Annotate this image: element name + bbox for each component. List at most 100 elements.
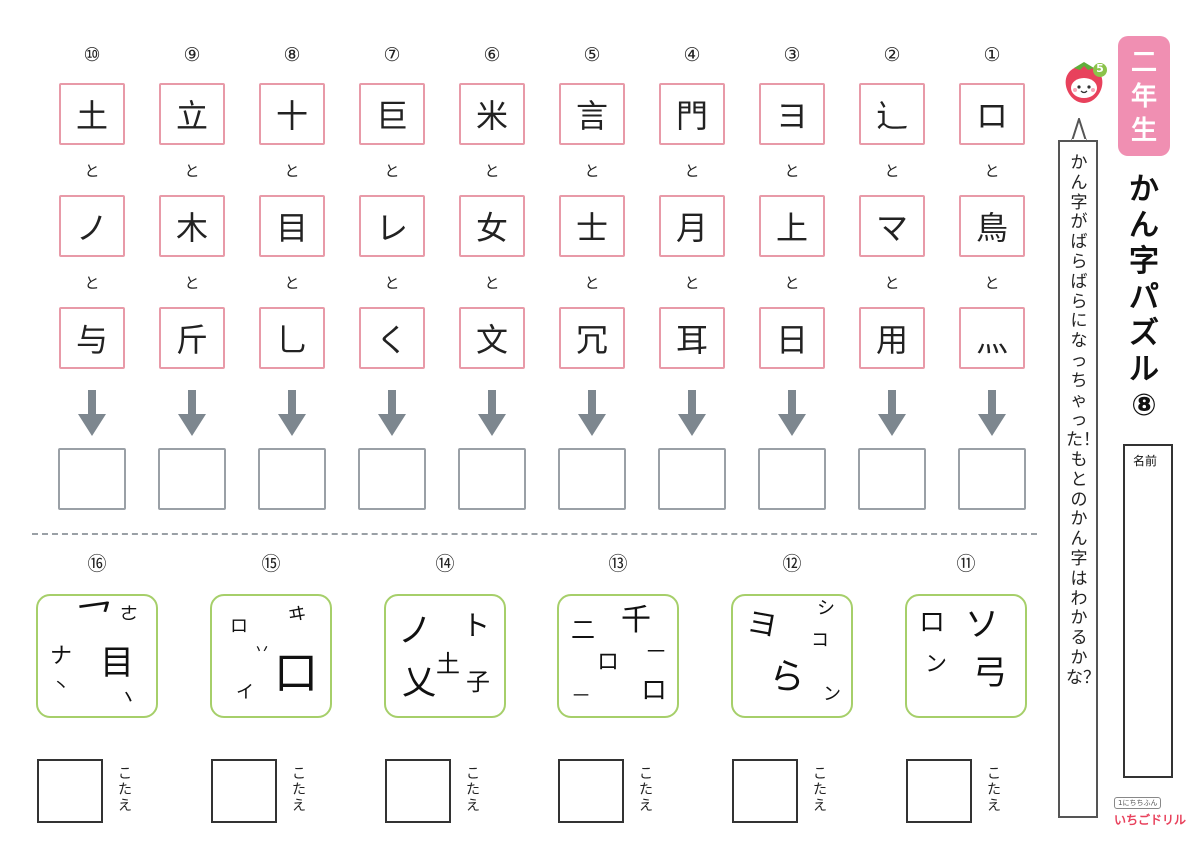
kanji-fragment: 弓 bbox=[973, 653, 1007, 693]
answer-label: こたえ bbox=[466, 766, 480, 814]
answer-box[interactable] bbox=[732, 759, 798, 823]
part-box: 立 bbox=[159, 83, 225, 145]
answer-box[interactable] bbox=[258, 448, 326, 510]
down-arrow-icon bbox=[78, 390, 106, 436]
fragment-box: ヨシコらン bbox=[731, 594, 853, 718]
kanji-fragment: 一 bbox=[647, 642, 665, 663]
kanji-fragment: ロ bbox=[597, 650, 620, 675]
answer-box[interactable] bbox=[358, 448, 426, 510]
kanji-fragment: 乛 bbox=[75, 596, 117, 643]
answer-box[interactable] bbox=[211, 759, 277, 823]
fragment-box: ノト土乂子 bbox=[384, 594, 506, 718]
kanji-fragment: 口 bbox=[274, 648, 318, 699]
fragment-box: 二千一ロ一ロ bbox=[557, 594, 679, 718]
answer-box[interactable] bbox=[158, 448, 226, 510]
connector-text: と bbox=[284, 162, 300, 180]
answer-box[interactable] bbox=[758, 448, 826, 510]
kanji-fragment: ㄜ bbox=[120, 604, 138, 625]
problem-number: ⑥ bbox=[483, 44, 501, 66]
kanji-fragment: ナ bbox=[50, 644, 73, 669]
down-arrow-icon bbox=[978, 390, 1006, 436]
instruction-panel: かん字が ばらばらになっちゃった！もとの かん字は わかるかな？ bbox=[1058, 140, 1105, 818]
part-box: ヨ bbox=[759, 83, 825, 145]
answer-box[interactable] bbox=[958, 448, 1026, 510]
part-box: 巨 bbox=[359, 83, 425, 145]
down-arrow-icon bbox=[678, 390, 706, 436]
connector-text: と bbox=[684, 162, 700, 180]
part-box: 女 bbox=[459, 195, 525, 257]
connector-text: と bbox=[984, 162, 1000, 180]
problem-number: ③ bbox=[783, 44, 801, 66]
kanji-fragment: ロ bbox=[919, 608, 946, 638]
connector-text: と bbox=[784, 162, 800, 180]
answer-box[interactable] bbox=[906, 759, 972, 823]
part-box: 土 bbox=[59, 83, 125, 145]
kanji-fragment: ト bbox=[462, 609, 491, 642]
section-divider bbox=[32, 533, 1037, 535]
connector-text: と bbox=[484, 274, 500, 292]
answer-box[interactable] bbox=[558, 448, 626, 510]
fragment-box: 乛ㄜナ目丶丶 bbox=[36, 594, 158, 718]
kanji-fragment: 丶 bbox=[114, 683, 142, 713]
part-box: 耳 bbox=[659, 307, 725, 369]
connector-text: と bbox=[184, 274, 200, 292]
connector-text: と bbox=[884, 274, 900, 292]
part-box: 月 bbox=[659, 195, 725, 257]
problem-number: ⑪ bbox=[956, 553, 976, 575]
answer-box[interactable] bbox=[458, 448, 526, 510]
connector-text: と bbox=[384, 162, 400, 180]
kanji-fragment: 二 bbox=[571, 616, 595, 644]
answer-box[interactable] bbox=[558, 759, 624, 823]
part-box: ノ bbox=[59, 195, 125, 257]
answer-box[interactable] bbox=[858, 448, 926, 510]
kanji-fragment: 丶 bbox=[52, 676, 70, 697]
answer-box[interactable] bbox=[37, 759, 103, 823]
page-title: かん字パズル⑧ bbox=[1118, 172, 1170, 424]
brand-small-text: 1にちちふん bbox=[1114, 797, 1162, 809]
part-box: マ bbox=[859, 195, 925, 257]
down-arrow-icon bbox=[178, 390, 206, 436]
kanji-fragment: ヨ bbox=[744, 604, 780, 645]
answer-label: こたえ bbox=[639, 766, 653, 814]
part-box: 乚 bbox=[259, 307, 325, 369]
problem-number: ⑩ bbox=[83, 44, 101, 66]
answer-box[interactable] bbox=[58, 448, 126, 510]
down-arrow-icon bbox=[278, 390, 306, 436]
down-arrow-icon bbox=[778, 390, 806, 436]
problem-number: ⑤ bbox=[583, 44, 601, 66]
down-arrow-icon bbox=[578, 390, 606, 436]
grade-badge: 二年生 bbox=[1118, 36, 1170, 156]
problem-number: ⑬ bbox=[608, 553, 628, 575]
connector-text: と bbox=[584, 162, 600, 180]
part-box: 与 bbox=[59, 307, 125, 369]
name-label: 名前 bbox=[1133, 454, 1158, 468]
part-box: 斤 bbox=[159, 307, 225, 369]
part-box: 木 bbox=[159, 195, 225, 257]
kanji-fragment: ン bbox=[925, 652, 948, 677]
fragment-box: ロソン弓 bbox=[905, 594, 1027, 718]
problem-number: ⑧ bbox=[283, 44, 301, 66]
part-box: 辶 bbox=[859, 83, 925, 145]
page-title-text: かん字パズル⑧ bbox=[1129, 172, 1159, 423]
connector-text: と bbox=[984, 274, 1000, 292]
kanji-fragment: イ bbox=[236, 682, 254, 703]
connector-text: と bbox=[784, 274, 800, 292]
part-box: 用 bbox=[859, 307, 925, 369]
kanji-fragment: ら bbox=[765, 654, 809, 701]
connector-text: と bbox=[684, 274, 700, 292]
part-box: 文 bbox=[459, 307, 525, 369]
kanji-fragment: 乂 bbox=[402, 663, 436, 703]
kanji-fragment: 子 bbox=[466, 668, 490, 696]
problem-number: ⑨ bbox=[183, 44, 201, 66]
brand-logo: 1にちちふん いちごドリル bbox=[1114, 790, 1186, 827]
down-arrow-icon bbox=[378, 390, 406, 436]
answer-box[interactable] bbox=[658, 448, 726, 510]
part-box: 上 bbox=[759, 195, 825, 257]
name-field[interactable]: 名前 bbox=[1123, 444, 1173, 778]
part-box: 米 bbox=[459, 83, 525, 145]
problem-number: ⑦ bbox=[383, 44, 401, 66]
part-box: ロ bbox=[959, 83, 1025, 145]
kanji-fragment: 一 bbox=[573, 686, 590, 705]
answer-box[interactable] bbox=[385, 759, 451, 823]
problem-number: ② bbox=[883, 44, 901, 66]
